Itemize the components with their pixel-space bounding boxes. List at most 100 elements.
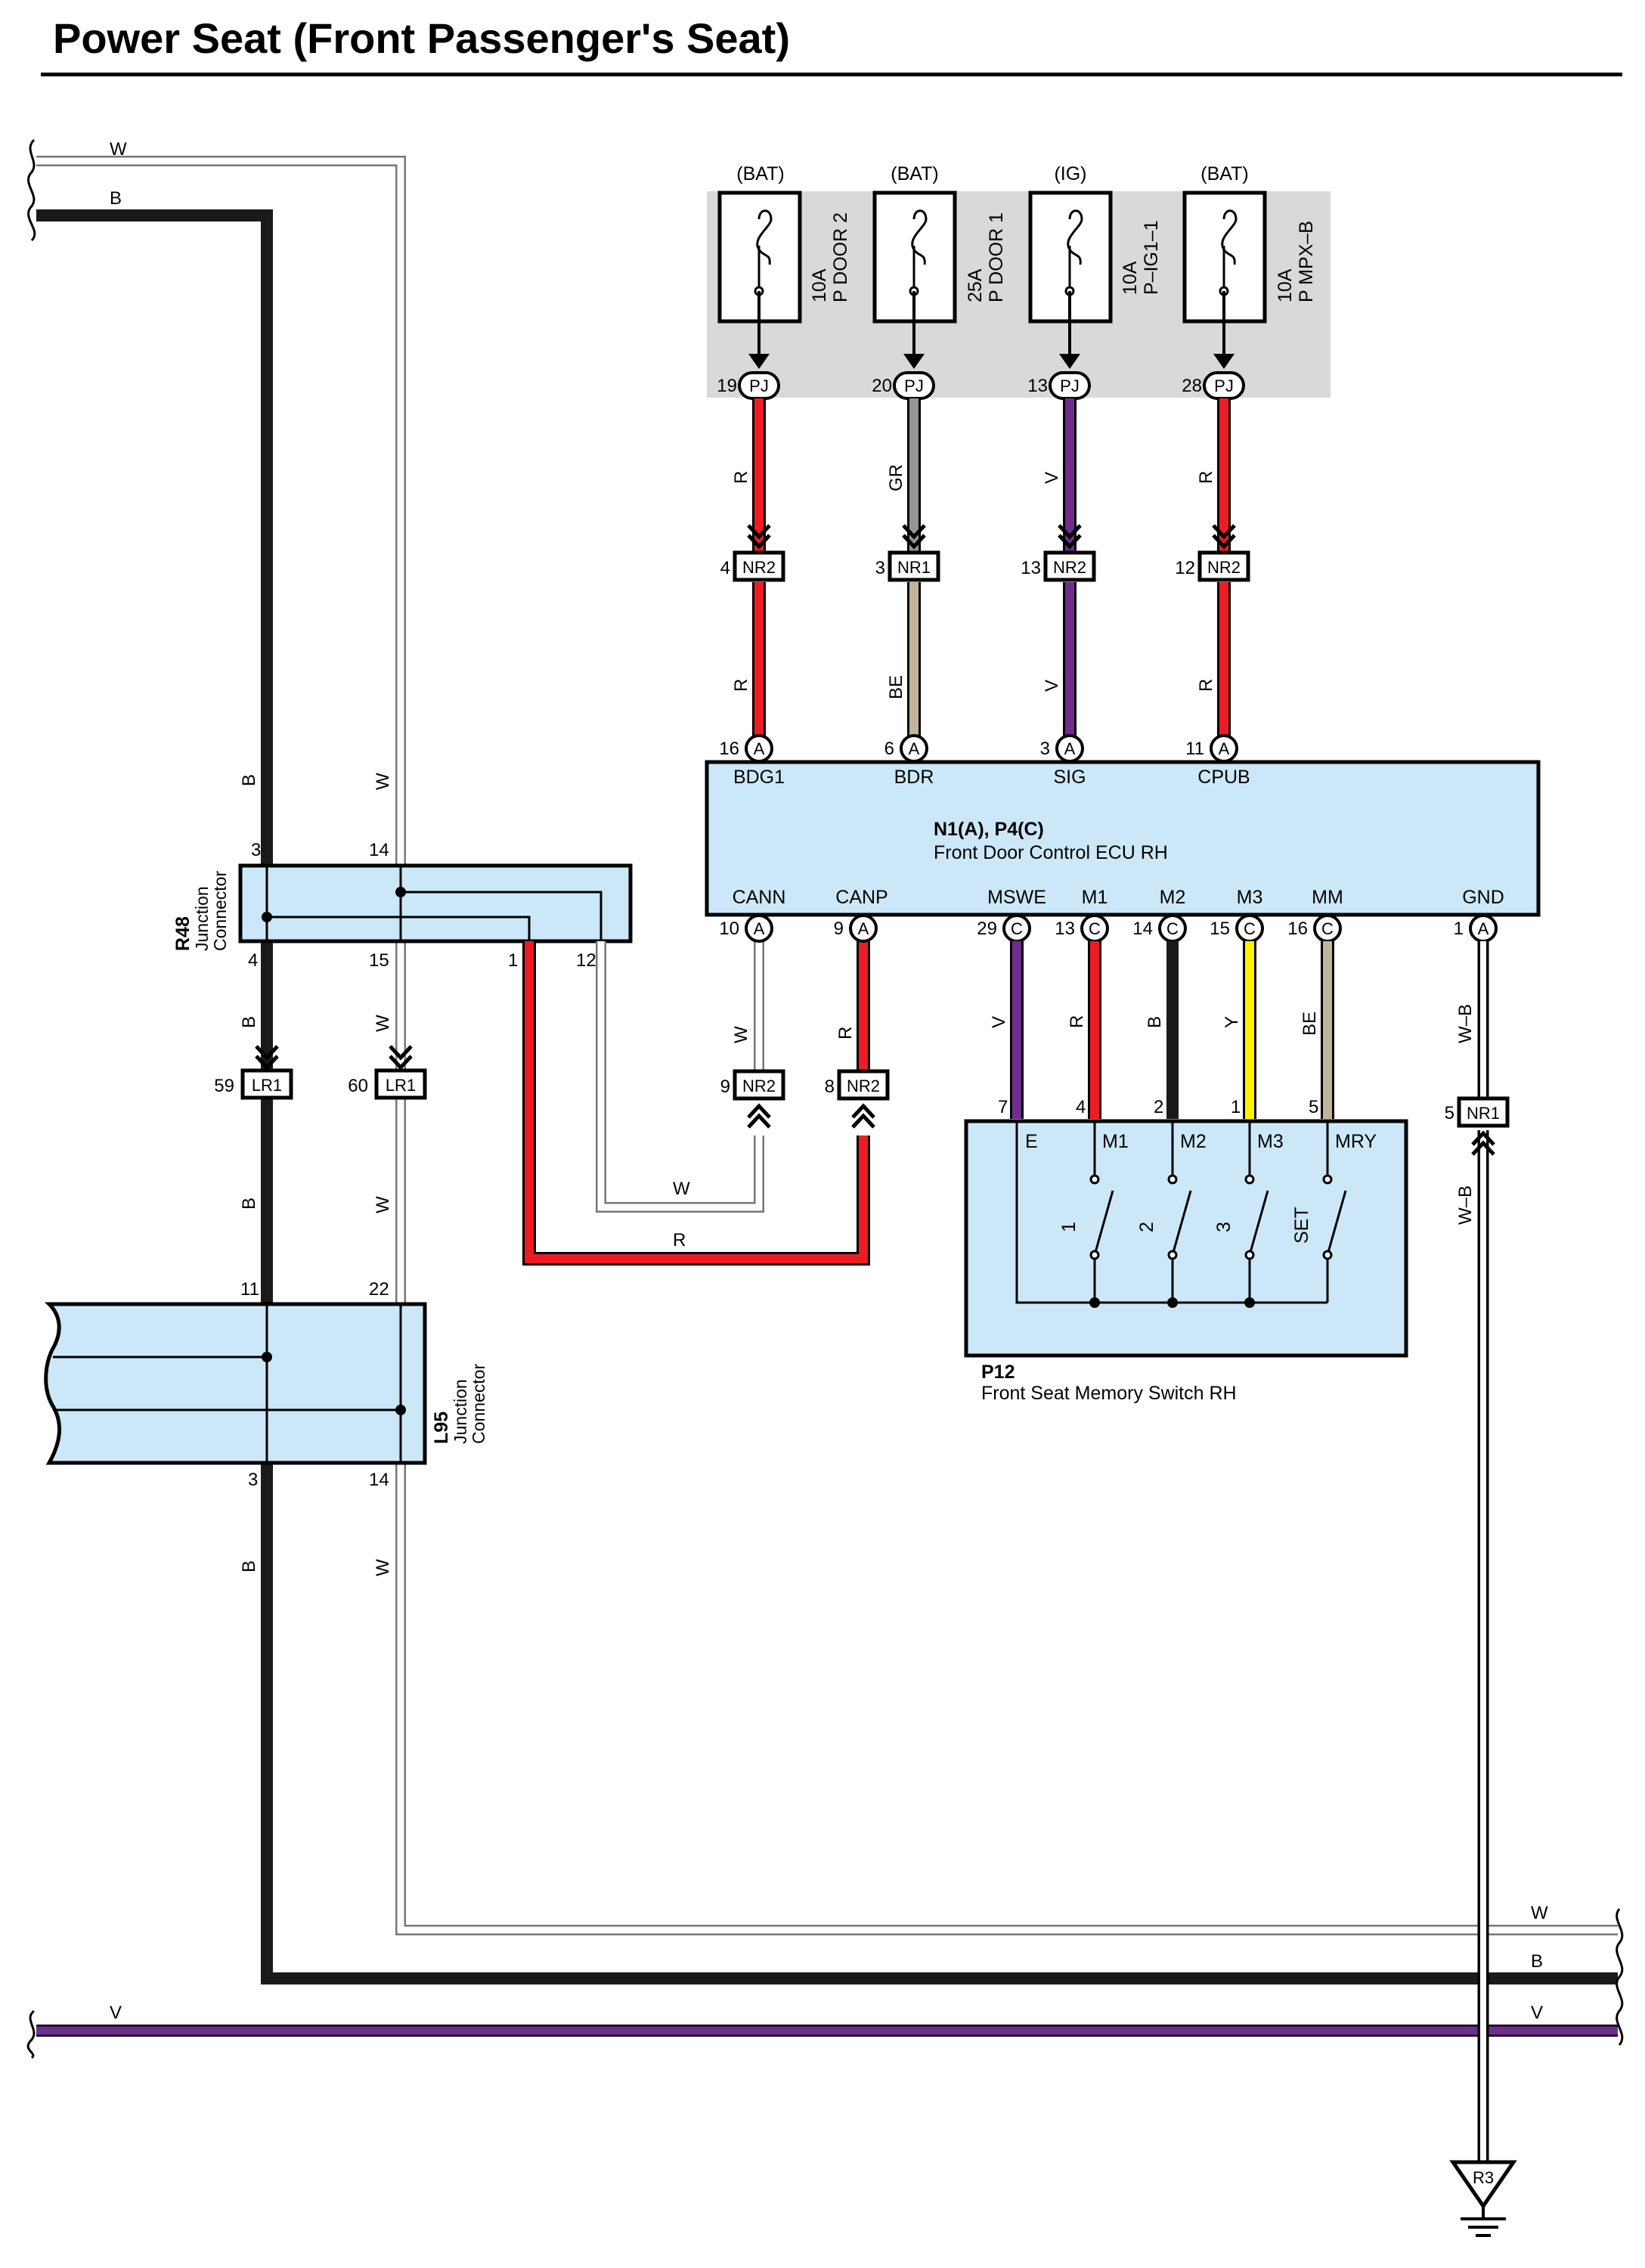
splice-dot [262,912,272,922]
wire-break-marks [26,138,1624,2059]
wire-color-label: W–B [1455,1185,1476,1225]
page-title: Power Seat (Front Passenger's Seat) [53,14,790,62]
ecu-bottom-pins: A 10 A 9 C 29 C 13 C 14 C 15 [719,914,1498,943]
connector-code: A [754,919,765,938]
connector-code: NR2 [742,1077,776,1095]
p12-memory-switch: 7 4 2 1 5 E M1 M2 M3 MRY [964,1097,1408,1404]
pin-number: 60 [348,1076,368,1096]
switch-label: 1 [1058,1222,1080,1232]
memory-switch-wires: V R B Y BE [989,941,1334,1119]
ecu-front-door-control: N1(A), P4(C) Front Door Control ECU RH A… [705,734,1541,917]
pin-label: GND [1462,887,1504,908]
pin-number: 4 [1076,1097,1086,1117]
wire-color-label: B [1145,1016,1165,1028]
pin-label: M1 [1102,1131,1129,1152]
ecu-name: Front Door Control ECU RH [934,842,1168,863]
component-ref: P12 [981,1362,1015,1383]
wire-b [261,1463,1618,1984]
nr-connector-12: 12 NR2 [1175,550,1250,582]
pj-connector-13: 13 PJ [1027,371,1091,400]
nr-connector-3: 3 NR1 [875,550,940,582]
pin-number: 59 [214,1076,234,1096]
wire-color-label: R [1196,679,1216,692]
connector-code: C [1166,919,1179,938]
wire-color-label: B [239,1560,259,1572]
connector-code: NR2 [742,558,776,577]
wire-color-label: W [373,1196,393,1213]
pin-number: 29 [977,919,997,939]
pin-number: 1 [508,950,518,971]
connector-code: NR1 [1467,1104,1500,1123]
wire-color-label: BE [886,675,906,699]
connector-code: C [1089,919,1101,938]
splice-dot [262,1352,272,1362]
left-trunk-wires [36,156,1618,2037]
pin-number: 11 [240,1279,259,1300]
l95-body [44,1302,427,1465]
left-trunk-labels: W B B W B W B W B W W B V V [110,139,1548,2023]
pin-label: MM [1312,887,1343,908]
pin-number: 1 [1231,1097,1241,1117]
fuse-p-door-1: (BAT) 25A P DOOR 1 [872,163,1007,324]
pin-label: BDR [894,767,934,788]
pj-connector-19: 19 PJ [717,371,780,400]
fuse-supply-label: (BAT) [736,163,784,184]
pin-number: 3 [248,1470,258,1490]
fuse-name: P DOOR 1 [986,212,1007,302]
switch-label: SET [1291,1207,1312,1244]
switch-contacts [1089,1174,1333,1260]
connector-code: NR1 [897,558,931,577]
wire-color-label: R [1196,471,1216,484]
connector-code: A [858,919,869,938]
pin-number: 19 [717,376,737,396]
fuse-rating: 10A [1275,268,1296,302]
switch-label: 3 [1213,1222,1235,1232]
fuse-element-icon [1221,209,1238,265]
fuse-block: (BAT) 10A P DOOR 2 (BAT) 25A P DOOR 1 (I… [707,163,1331,398]
component-name: Junction [451,1379,470,1444]
pin-number: 12 [1175,558,1195,578]
pin-number: 7 [998,1097,1008,1117]
fuse-p-door-2: (BAT) 10A P DOOR 2 [717,163,851,324]
pin-label: MRY [1335,1131,1377,1152]
pin-label: M3 [1257,1131,1284,1152]
pin-number: 3 [251,840,261,860]
pin-label: CANN [733,887,786,908]
wire-color-label: BE [1300,1012,1320,1036]
wire-w [597,941,763,1211]
connector-code: A [909,739,920,758]
wire-color-label: B [239,1016,259,1028]
nr-top-connectors: 4 NR2 3 NR1 13 NR2 12 NR2 [720,524,1250,582]
ground-r3: R3 [1449,2160,1517,2237]
pin-number: 12 [576,950,596,971]
pin-number: 5 [1445,1103,1454,1123]
wire-color-label: W [373,1559,393,1576]
pin-number: 3 [875,558,885,578]
splice-dot [1244,1297,1255,1308]
supply-wires [752,398,1231,737]
pin-number: 16 [719,739,739,759]
pin-number: 15 [369,950,389,971]
fuse-supply-label: (IG) [1054,163,1086,184]
wire-color-label: V [1531,2003,1543,2023]
wire-color-label: W [110,139,127,160]
component-name: Junction [192,886,212,951]
fuse-element-icon [756,209,773,265]
pin-number: 5 [1309,1097,1318,1117]
pin-number: 3 [1040,739,1050,759]
wire-color-label: B [239,1198,259,1210]
connector-code: A [1478,919,1489,938]
wire-color-label: B [239,774,259,786]
wire-color-label: V [110,2003,122,2023]
fuse-supply-label: (BAT) [1200,163,1248,184]
connector-code: LR1 [386,1076,416,1095]
pin-label: SIG [1053,767,1086,788]
pin-number: 8 [825,1077,835,1097]
splice-dot [1089,1297,1100,1308]
connector-code: NR2 [847,1077,880,1095]
pin-number: 11 [1185,739,1204,759]
wire-w [36,157,404,866]
wire-color-label: W [731,1026,751,1043]
can-bus-wires: W R W R [522,941,870,1266]
